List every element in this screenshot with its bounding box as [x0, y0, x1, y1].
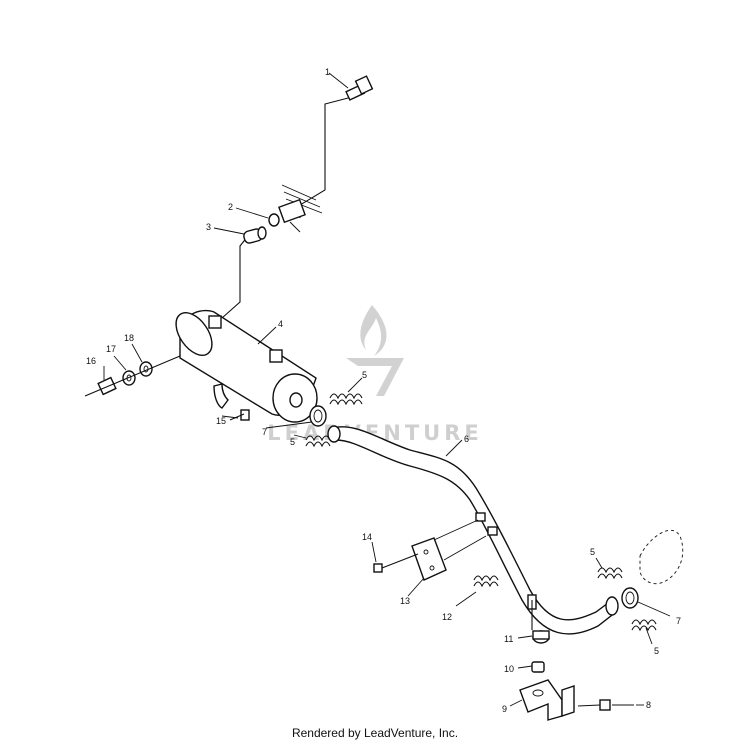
callout-labels: 1 2 3 4 5 5 5 5 6 7 7 8 9 10 11 12 13 14…: [86, 67, 681, 714]
cable-upper: [299, 96, 353, 218]
part-11-grommet[interactable]: [531, 600, 550, 644]
part-9-mount-bracket[interactable]: [519, 679, 575, 721]
callout-11: 11: [504, 634, 513, 644]
callout-1: 1: [325, 67, 330, 77]
part-15-plug[interactable]: [229, 409, 250, 421]
callout-3: 3: [206, 222, 211, 232]
callout-10: 10: [504, 664, 514, 674]
part-3-sleeve[interactable]: [243, 226, 267, 244]
part-1-bolt[interactable]: [345, 75, 374, 101]
callout-2: 2: [228, 202, 233, 212]
part-4-muffler[interactable]: [169, 306, 318, 423]
leader-lines: [103, 72, 671, 707]
callout-9: 9: [502, 704, 507, 714]
part-7-gasket-left[interactable]: [309, 405, 327, 427]
part-2-connector[interactable]: [268, 198, 306, 233]
engine-flange-outline: [639, 530, 684, 585]
callout-5-right-upper: 5: [590, 547, 595, 557]
callout-5-right-lower: 5: [654, 646, 659, 656]
callout-13: 13: [400, 596, 410, 606]
callout-17: 17: [106, 344, 116, 354]
callout-7-left: 7: [262, 427, 267, 437]
callout-7-right: 7: [676, 616, 681, 626]
part-5-spring-right-upper[interactable]: [597, 567, 623, 580]
part-16-nut[interactable]: [97, 376, 117, 396]
part-7-gasket-right[interactable]: [621, 587, 639, 609]
part-18-washer[interactable]: [139, 361, 153, 377]
callout-6: 6: [464, 434, 469, 444]
part-8-bolt[interactable]: [577, 699, 634, 711]
part-14-bolt[interactable]: [373, 553, 419, 573]
part-6-exhaust-pipe[interactable]: [327, 425, 619, 635]
callout-12: 12: [442, 612, 452, 622]
callout-5-upper-left: 5: [362, 370, 367, 380]
part-10-nut[interactable]: [531, 661, 545, 673]
callout-5-lower-left: 5: [290, 437, 295, 447]
callout-4: 4: [278, 319, 283, 329]
v-logo-icon: [346, 358, 404, 396]
callout-15: 15: [216, 416, 226, 426]
part-13-bracket[interactable]: [411, 519, 487, 581]
stud-line: [84, 355, 181, 397]
cable-lower: [221, 235, 249, 319]
footer-credit: Rendered by LeadVenture, Inc.: [291, 726, 459, 740]
callout-18: 18: [124, 333, 134, 343]
callout-16: 16: [86, 356, 96, 366]
part-5-spring-upper-left[interactable]: [329, 393, 363, 406]
part-5-spring-right-lower[interactable]: [631, 619, 657, 632]
callout-14: 14: [362, 532, 372, 542]
part-12-spring[interactable]: [473, 575, 499, 588]
callout-8: 8: [646, 700, 651, 710]
part-5-spring-lower-left[interactable]: [305, 435, 331, 448]
flame-logo-icon: [360, 305, 387, 356]
cable-break-marks: [281, 184, 323, 214]
